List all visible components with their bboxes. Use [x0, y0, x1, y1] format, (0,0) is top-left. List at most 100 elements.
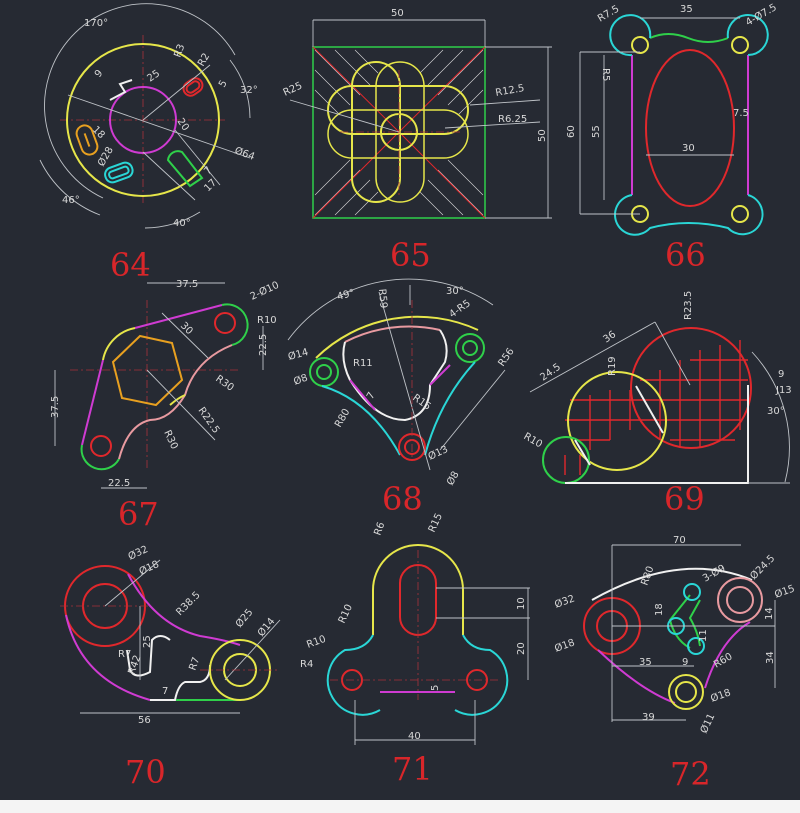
- drawing-68: [287, 278, 506, 471]
- dimension-label: 40: [408, 731, 421, 742]
- dimension-label: 7: [162, 686, 168, 697]
- dimension-label: 35: [639, 657, 652, 668]
- dimension-label: 7.5: [733, 108, 749, 119]
- dimension-label: R7.5: [596, 4, 621, 25]
- dimension-label: 30: [178, 320, 195, 337]
- dimension-label: R6.25: [498, 114, 527, 125]
- dimension-label: R10: [522, 431, 545, 450]
- dimension-label: R12.5: [495, 83, 526, 99]
- dimension-label: R3: [172, 43, 187, 59]
- dimension-label: 22.5: [108, 478, 130, 489]
- dimension-label: Ø14: [287, 346, 310, 363]
- dimension-label: R80: [639, 565, 656, 587]
- dimension-label: 20: [516, 642, 527, 655]
- dimension-label: R4: [300, 659, 313, 670]
- dimension-label: 36: [601, 329, 618, 345]
- dimension-label: 20: [175, 116, 191, 133]
- dimension-label: Ø15: [773, 582, 796, 600]
- dimension-label: R59: [376, 288, 389, 309]
- dimension-label: R22.5: [196, 405, 222, 435]
- dimension-label: Ø64: [233, 145, 256, 163]
- dimension-label: 50: [537, 129, 548, 142]
- dimension-label: R7: [118, 649, 131, 660]
- dimension-label: R38.5: [174, 590, 202, 618]
- drawing-number-68: 68: [382, 480, 423, 518]
- dimension-label: 30: [682, 143, 695, 154]
- drawing-number-71: 71: [392, 750, 433, 788]
- drawing-66: [579, 14, 769, 236]
- drawing-number-72: 72: [670, 755, 711, 793]
- dimension-label: 60: [566, 125, 577, 138]
- dimension-label: 18: [90, 124, 107, 141]
- drawing-67: [54, 282, 264, 489]
- dimension-label: 14: [764, 607, 775, 620]
- dimension-label: 7: [365, 390, 378, 401]
- drawing-65: [289, 19, 552, 219]
- dimension-label: 37.5: [50, 396, 61, 418]
- dimension-label: R10: [305, 634, 327, 651]
- dimension-label: Ø32: [553, 592, 576, 610]
- dimension-label: Ø32: [126, 543, 150, 563]
- bottom-strip: [0, 800, 800, 813]
- dimension-label: 30°: [446, 286, 464, 297]
- dimension-label: Ø18: [709, 686, 732, 704]
- dimension-label: 55: [591, 125, 602, 138]
- dimension-label: 5: [430, 685, 441, 691]
- drawing-number-64: 64: [110, 246, 151, 284]
- dimension-label: Ø14: [255, 615, 277, 639]
- drawing-number-67: 67: [118, 495, 159, 533]
- drawing-64: [39, 3, 251, 229]
- dimension-label: 22.5: [258, 334, 269, 356]
- dimension-label: 3-Ø9: [701, 562, 728, 585]
- dimension-label: 10: [516, 597, 527, 610]
- dimension-label: R10: [257, 315, 277, 326]
- drawing-71: [326, 544, 530, 745]
- dimension-label: 11: [698, 629, 709, 642]
- dimension-label: 2-Ø10: [248, 279, 281, 303]
- dimension-label: 70: [673, 535, 686, 546]
- dimension-label: R2: [196, 51, 212, 68]
- dimension-label: R60: [712, 651, 735, 670]
- drawing-69: [529, 321, 790, 484]
- drawing-number-69: 69: [664, 480, 705, 518]
- dimension-label: 170°: [84, 18, 108, 29]
- dimension-label: 50: [391, 8, 404, 19]
- dimension-label: Ø25: [233, 606, 255, 630]
- dimension-label: 4-R5: [447, 298, 472, 320]
- dimension-label: R30: [213, 373, 235, 393]
- dimension-label: 7: [202, 165, 214, 177]
- dimension-label: 25: [142, 635, 153, 648]
- dimension-label: Ø13: [426, 443, 450, 463]
- dimension-label: 25: [145, 68, 162, 84]
- dimension-label: 9: [93, 68, 106, 80]
- dimension-label: 17: [202, 177, 219, 194]
- dimension-label: Ø11: [698, 712, 718, 736]
- dimension-label: Ø18: [553, 636, 576, 654]
- dimension-label: 9: [778, 369, 784, 380]
- dimension-label: 5: [217, 78, 230, 89]
- dimension-label: R10: [337, 603, 355, 625]
- dimension-label: 49°: [336, 288, 356, 303]
- dimension-label: 32°: [240, 85, 258, 96]
- dimension-label: R23.5: [683, 291, 694, 320]
- dimension-label: 56: [138, 715, 151, 726]
- dimension-label: 39: [642, 712, 655, 723]
- dimension-label: 35: [680, 4, 693, 15]
- dimension-label: R56: [496, 346, 516, 368]
- dimension-label: 46°: [62, 195, 80, 206]
- dimension-label: R5: [600, 68, 611, 81]
- dimension-label: R30: [161, 429, 179, 451]
- dimension-label: Ø18: [137, 558, 161, 578]
- drawing-number-70: 70: [125, 753, 166, 791]
- dimension-label: R11: [353, 358, 373, 369]
- drawing-70: [60, 559, 281, 714]
- dimension-label: Ø24.5: [748, 552, 778, 582]
- dimension-label: 9: [682, 657, 688, 668]
- dimension-label: 37.5: [176, 279, 198, 290]
- dimension-label: R6: [372, 521, 387, 537]
- dimension-label: R25: [282, 80, 304, 98]
- dimension-label: Ø8: [444, 469, 462, 487]
- dimension-label: R80: [333, 407, 352, 430]
